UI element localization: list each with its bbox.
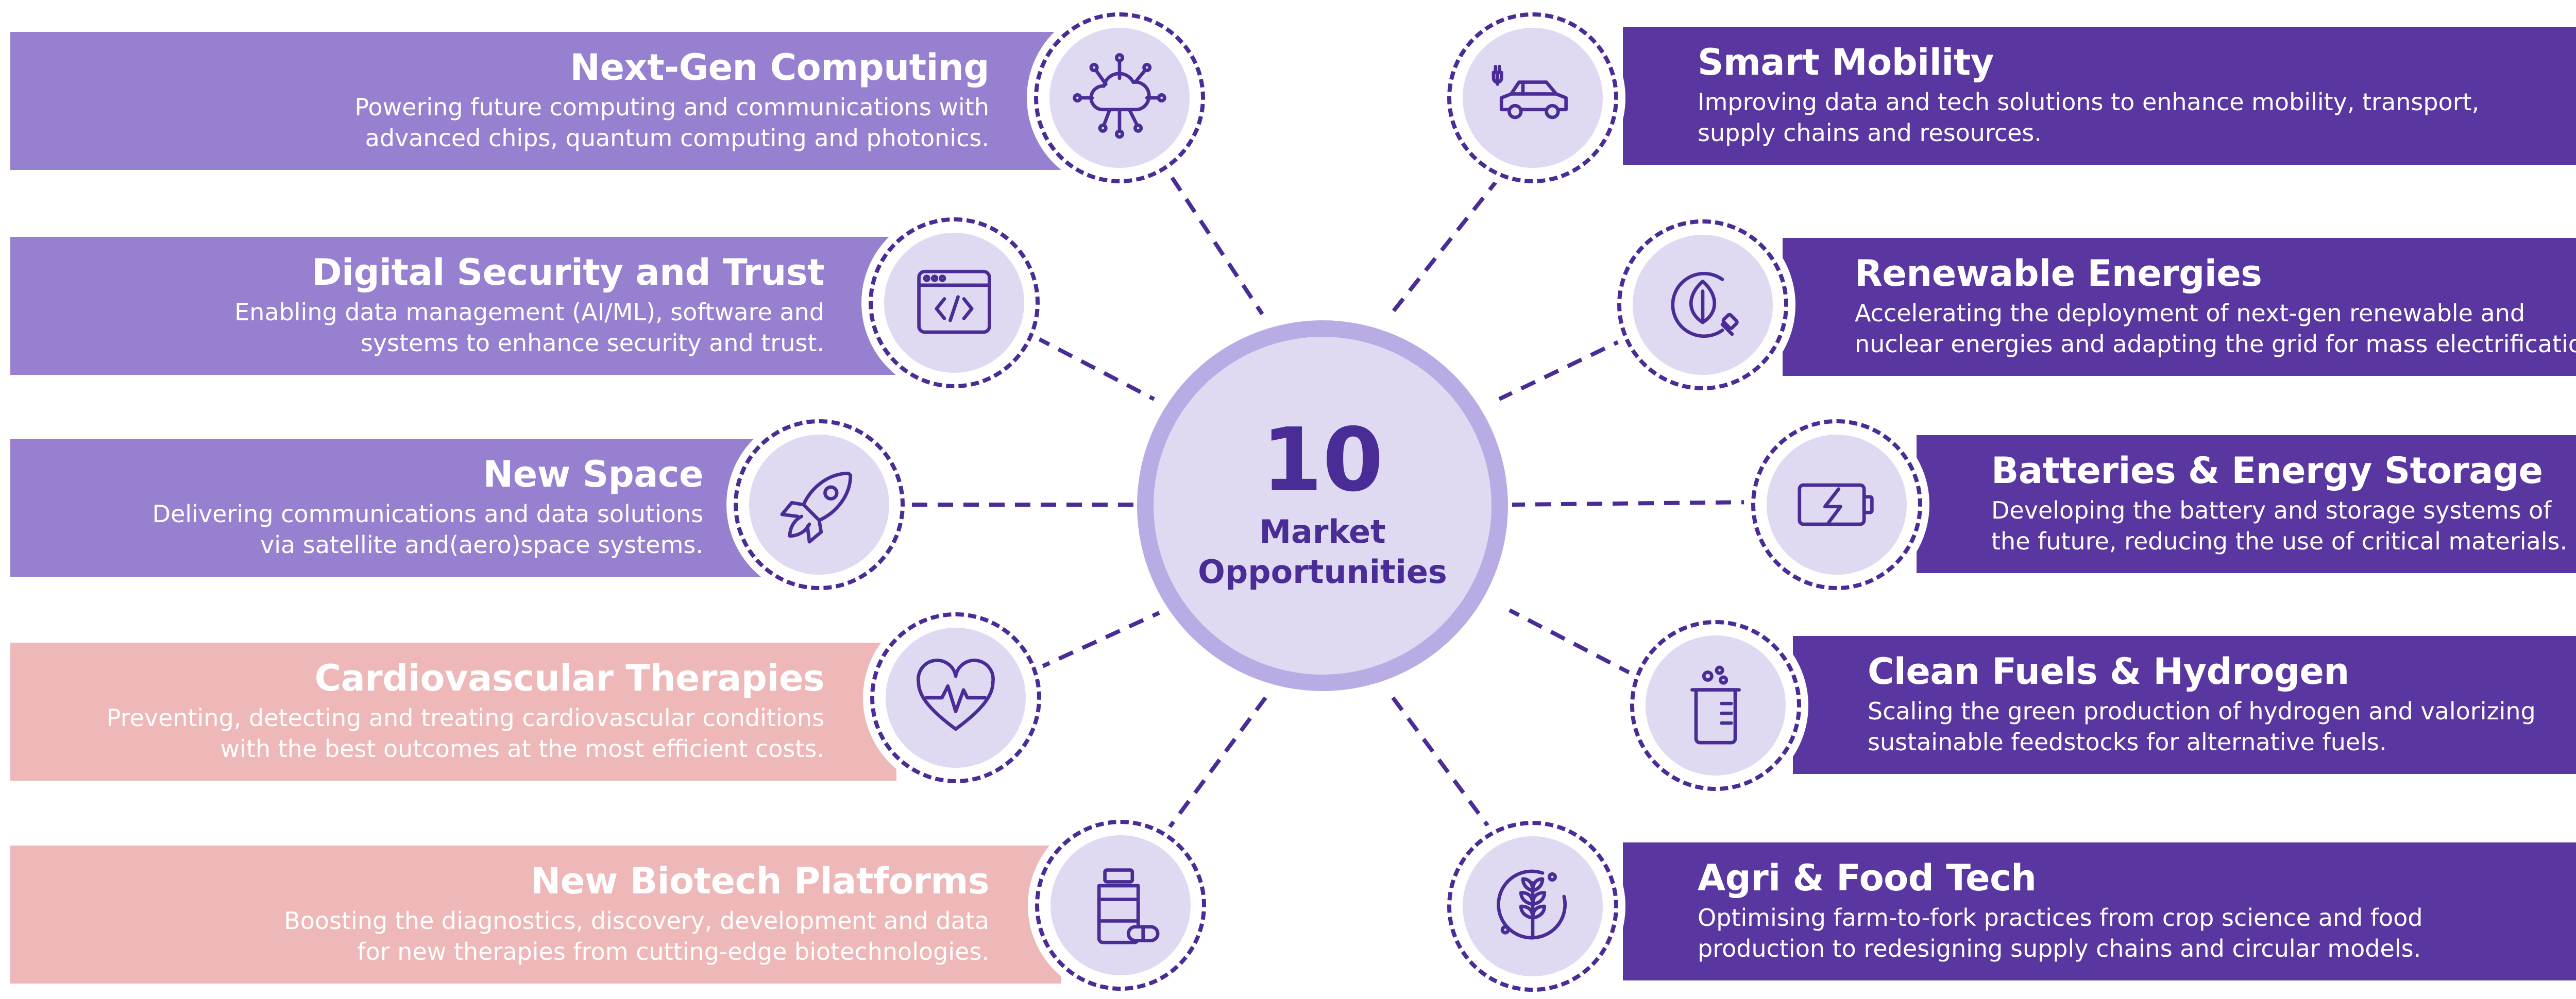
battery-charge-icon [1798,483,1874,526]
rocket-icon [780,471,853,544]
node-new-space [726,412,912,597]
banner-digital-security: Digital Security and Trust Enabling data… [10,237,896,375]
beaker-icon [1690,665,1741,745]
hub-number: 10 [1261,409,1384,511]
heart-pulse-icon [917,659,995,731]
opportunity-title: Agri & Food Tech [1698,857,2037,899]
opportunity-description: with the best outcomes at the most effic… [220,735,824,763]
cloud-network-icon [1073,53,1166,139]
opportunity-description: advanced chips, quantum computing and ph… [365,124,989,152]
banner-cardiovascular: Cardiovascular Therapies Preventing, det… [10,643,896,781]
opportunity-description: Preventing, detecting and treating cardi… [106,704,824,732]
opportunity-description: production to redesigning supply chains … [1698,935,2421,962]
opportunity-description: supply chains and resources. [1698,119,2042,147]
opportunity-title: Smart Mobility [1698,41,1994,83]
banner-next-gen-computing: Next-Gen Computing Powering future compu… [10,32,1061,170]
node-next-gen-computing [1027,5,1212,191]
opportunity-description: Developing the battery and storage syste… [1991,496,2552,524]
connector-line [1498,335,1629,401]
connector-line [1512,500,1757,507]
connector-line [1389,694,1496,836]
connector-line [1162,694,1269,836]
connector-line [1170,176,1264,316]
opportunity-description: Optimising farm-to-fork practices from c… [1698,904,2423,932]
connector-line [1509,608,1634,677]
banner-agri-food: Agri & Food Tech Optimising farm-to-fork… [1623,842,2576,980]
hub-label: Market Opportunities [1198,513,1447,591]
node-smart-mobility [1440,5,1625,191]
opportunity-description: the future, reducing the use of critical… [1991,527,2568,555]
opportunity-description: Delivering communications and data solut… [152,500,703,528]
opportunity-description: sustainable feedstocks for alternative f… [1868,728,2387,756]
node-renewable-energies [1610,212,1795,398]
medicine-bottle-icon [1097,868,1160,944]
opportunity-description: Improving data and tech solutions to enh… [1698,88,2480,116]
node-cardiovascular [863,605,1048,790]
electric-car-icon [1492,64,1568,119]
connector-line [1035,611,1160,671]
connector-line [1389,176,1501,316]
opportunity-title: Batteries & Energy Storage [1991,450,2543,492]
node-clean-fuels [1623,613,1808,798]
opportunity-title: Digital Security and Trust [312,251,824,294]
opportunity-title: Cardiovascular Therapies [314,657,825,699]
banner-smart-mobility: Smart Mobility Improving data and tech s… [1623,27,2576,165]
banner-batteries: Batteries & Energy Storage Developing th… [1917,435,2576,573]
banner-new-space: New Space Delivering communications and … [10,439,775,577]
code-window-icon [917,269,991,334]
connector-line [1035,335,1155,401]
banner-renewable-energies: Renewable Energies Accelerating the depl… [1783,238,2576,376]
opportunity-title: New Space [483,453,704,495]
node-agri-food [1440,814,1625,999]
node-batteries [1744,412,1929,597]
opportunity-description: systems to enhance security and trust. [360,329,824,357]
wheat-icon [1497,869,1567,940]
opportunity-description: nuclear energies and adapting the grid f… [1855,330,2576,358]
opportunity-description: Accelerating the deployment of next-gen … [1855,299,2526,327]
banner-new-biotech: New Biotech Platforms Boosting the diagn… [10,846,1061,984]
opportunity-title: Renewable Energies [1855,252,2262,295]
opportunity-description: for new therapies from cutting-edge biot… [357,938,989,966]
opportunity-description: via satellite and(aero)space systems. [260,531,703,559]
node-new-biotech [1028,813,1213,998]
central-hub: 10 Market Opportunities [1137,320,1508,691]
opportunity-description: Powering future computing and communicat… [354,93,989,121]
opportunity-description: Scaling the green production of hydrogen… [1868,697,2536,725]
leaf-plug-icon [1671,271,1739,338]
opportunity-description: Enabling data management (AI/ML), softwa… [234,298,824,326]
banner-clean-fuels: Clean Fuels & Hydrogen Scaling the green… [1793,636,2576,774]
opportunity-title: Clean Fuels & Hydrogen [1868,650,2349,693]
opportunity-title: New Biotech Platforms [530,860,990,902]
opportunity-title: Next-Gen Computing [570,46,989,89]
node-digital-security [861,210,1047,395]
opportunity-description: Boosting the diagnostics, discovery, dev… [284,907,989,935]
